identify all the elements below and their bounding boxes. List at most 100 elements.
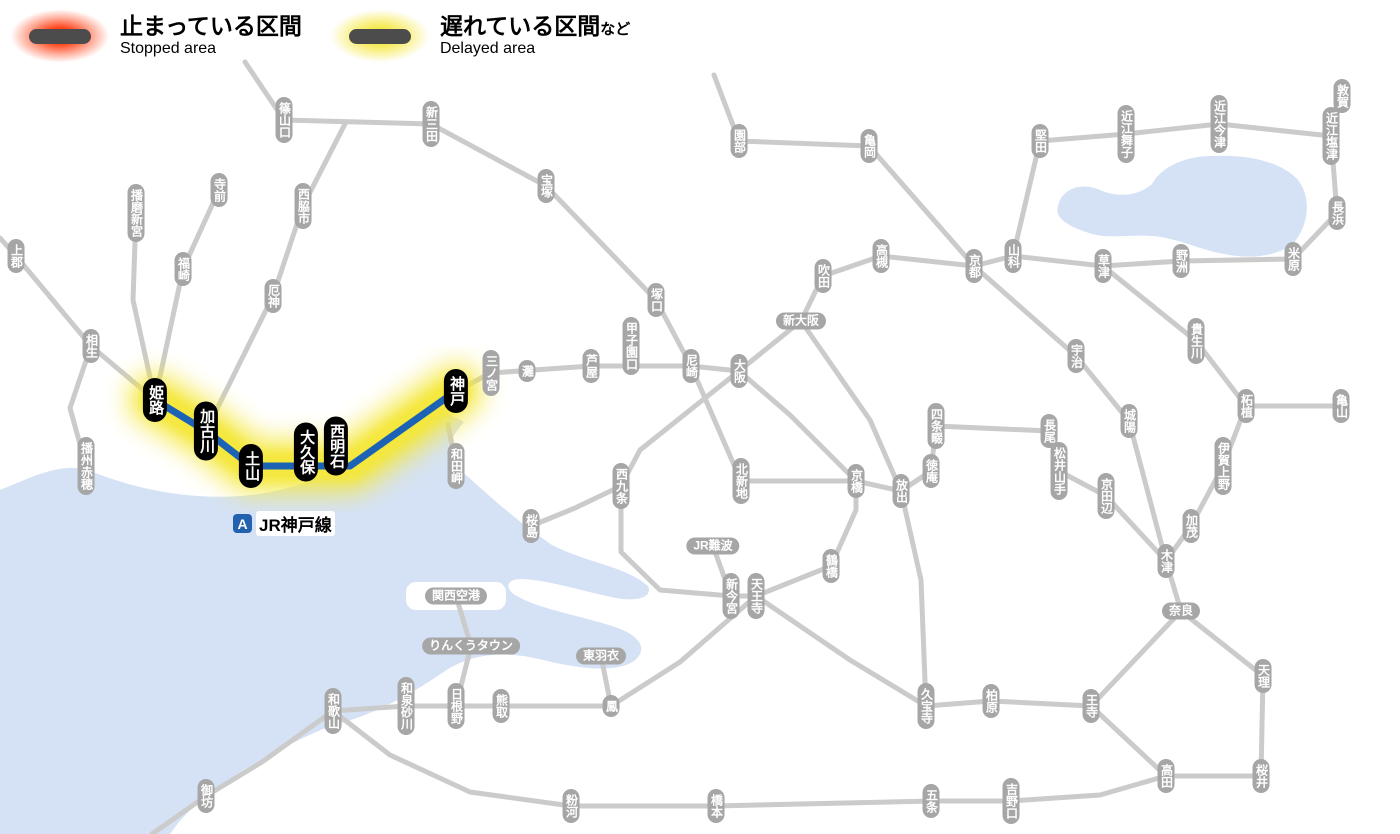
station-pill: 山科: [1004, 239, 1022, 273]
legend-stopped-text: 止まっている区間 Stopped area: [120, 12, 302, 58]
station-pill: 徳庵: [922, 454, 940, 488]
station-pill: 草津: [1094, 249, 1112, 283]
station-pill: 和泉砂川: [397, 677, 415, 735]
station-pill: 木津: [1157, 544, 1175, 578]
station-pill: 三ノ宮: [482, 350, 500, 396]
rail-line: [1088, 703, 1169, 779]
legend-delayed: 遅れている区間など Delayed area: [327, 8, 630, 64]
station-pill: 西脇市: [294, 183, 312, 229]
station-pill: 堅田: [1031, 124, 1049, 158]
station-pill: 鶴橋: [822, 549, 840, 583]
station-pill: 新大阪: [775, 312, 827, 330]
station-pill: 園部: [730, 124, 748, 158]
rail-line: [753, 563, 834, 599]
station-pill: 芦屋: [582, 349, 600, 383]
station-pill: 関西空港: [424, 587, 488, 605]
legend: 止まっている区間 Stopped area 遅れている区間など Delayed …: [8, 8, 630, 64]
osaka-bay-water: [0, 408, 649, 834]
station-pill: 天理: [1254, 659, 1272, 693]
station-pill: 亀岡: [860, 129, 878, 163]
legend-delayed-ja: 遅れている区間など: [439, 13, 630, 39]
station-pill: 高槻: [872, 239, 890, 273]
station-pill: 吉野口: [1002, 778, 1020, 824]
station-pill: 四条畷: [927, 403, 945, 449]
station-pill: 久宝寺: [917, 683, 935, 729]
station-pill: 近江舞子: [1117, 105, 1135, 163]
station-pill: 京田辺: [1097, 473, 1115, 519]
station-pill: 甲子園口: [622, 317, 640, 375]
station-pill: 米原: [1284, 242, 1302, 276]
station-pill: 近江塩津: [1322, 107, 1340, 165]
station-pill: 長浜: [1328, 196, 1346, 230]
station-pill: 近江今津: [1210, 95, 1228, 153]
delayed-bar-icon: [348, 28, 411, 44]
station-pill: 相生: [82, 329, 100, 363]
station-pill-affected: 西明石: [323, 416, 349, 476]
station-pill: 新今宮: [722, 573, 740, 619]
rail-line: [203, 119, 349, 434]
station-pill: 篠山口: [275, 97, 293, 143]
station-pill: 五条: [922, 784, 940, 818]
station-pill: 御坊: [197, 779, 215, 813]
station-pill: 灘: [518, 360, 536, 382]
station-pill: 松井山手: [1050, 442, 1068, 500]
station-pill: 熊取: [492, 689, 510, 723]
station-pill: 鳳: [602, 695, 620, 717]
line-name-label: JR神戸線: [256, 511, 335, 536]
station-pill: 厄神: [264, 279, 282, 313]
station-pill: 柘植: [1237, 389, 1255, 423]
station-pill: 宝塚: [537, 169, 555, 203]
station-pill: 桜島: [522, 509, 540, 543]
station-pill: 大阪: [730, 354, 748, 388]
station-pill: 高田: [1157, 759, 1175, 793]
rail-line: [736, 368, 859, 484]
rail-line: [898, 488, 929, 709]
station-pill: 播磨新宮: [127, 184, 145, 242]
station-pill-affected: 姫路: [142, 378, 168, 422]
station-pill: 王寺: [1082, 689, 1100, 723]
station-pill: 敦賀: [1333, 79, 1351, 113]
station-pill: 放出: [892, 474, 910, 508]
rail-line: [798, 318, 904, 494]
rail-line: [711, 72, 977, 269]
station-pill: 伊賀上野: [1214, 437, 1232, 495]
station-pill: 吹田: [814, 259, 832, 293]
legend-stopped-ja: 止まっている区間: [120, 13, 302, 39]
stopped-area-icon: [8, 8, 112, 64]
station-pill: 加茂: [1182, 509, 1200, 543]
lake-biwa-water: [1057, 155, 1307, 257]
station-pill: 亀山: [1332, 389, 1350, 423]
station-pill: 寺前: [210, 173, 228, 207]
rail-line: [149, 708, 336, 834]
legend-stopped: 止まっている区間 Stopped area: [8, 8, 302, 64]
station-pill: 上郡: [7, 239, 25, 273]
station-pill: 播州赤穂: [77, 437, 95, 495]
station-pill: 北新地: [732, 458, 750, 504]
station-pill: 和歌山: [324, 688, 342, 734]
station-pill: 柏原: [982, 684, 1000, 718]
line-badge: A JR神戸線: [233, 511, 335, 536]
station-pill-affected: 神戸: [443, 369, 469, 413]
station-pill: 城陽: [1120, 404, 1138, 438]
legend-delayed-ja-main: 遅れている区間: [439, 13, 601, 39]
station-pill: りんくうタウン: [422, 637, 520, 655]
station-pill: 西九条: [612, 463, 630, 509]
station-pill: 粉河: [562, 789, 580, 823]
station-pill: 和田岬: [447, 443, 465, 489]
legend-stopped-en: Stopped area: [120, 40, 217, 58]
station-pill: 奈良: [1161, 602, 1201, 620]
station-pill: 宇治: [1067, 339, 1085, 373]
station-pill: 長尾: [1040, 414, 1058, 448]
station-pill: 天王寺: [747, 573, 765, 619]
rail-line: [1088, 608, 1184, 709]
station-pill-affected: 大久保: [293, 422, 319, 482]
station-pill: 新三田: [422, 101, 440, 147]
station-pill: 塚口: [647, 283, 665, 317]
rail-line: [618, 483, 734, 599]
station-pill: 東羽衣: [575, 647, 627, 665]
station-pill: 京都: [965, 249, 983, 283]
station-pill-affected: 土山: [238, 444, 264, 488]
